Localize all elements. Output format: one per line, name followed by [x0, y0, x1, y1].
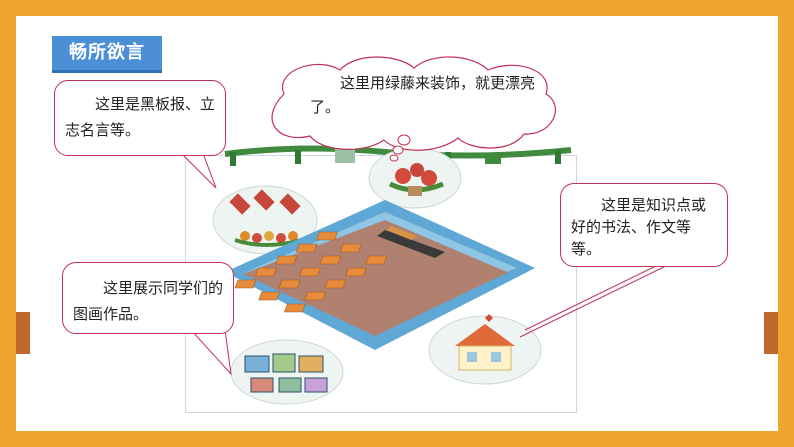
- blackboard-caption: 这里是黑板报、立志名言等。: [65, 95, 216, 139]
- accent-band-right: [764, 312, 778, 354]
- section-title: 畅所欲言: [52, 36, 162, 73]
- calligraphy-callout: 这里是知识点或好的书法、作文等等。: [560, 183, 728, 267]
- classroom-illustration: [212, 145, 572, 405]
- artwork-callout: 这里展示同学们的图画作品。: [62, 262, 234, 334]
- plant-zoom-circle: [368, 147, 462, 209]
- orange-frame-bottom: [0, 431, 794, 447]
- orange-frame-right: [778, 0, 794, 447]
- desk-grid: [234, 231, 388, 313]
- thought-cloud: [271, 56, 556, 162]
- orange-frame-left: [0, 0, 16, 447]
- accent-band-left: [16, 312, 30, 354]
- artwork-bubble-tail: [190, 330, 232, 376]
- blackboard-callout: 这里是黑板报、立志名言等。: [54, 80, 226, 156]
- artwork-caption: 这里展示同学们的图画作品。: [73, 279, 224, 323]
- orange-frame-top: [0, 0, 794, 16]
- house-zoom-circle: [428, 314, 542, 385]
- artwork-zoom-circle: [230, 339, 344, 405]
- vine-garland: [224, 145, 572, 166]
- blackboard-zoom-circle: [212, 185, 318, 255]
- calligraphy-caption: 这里是知识点或好的书法、作文等等。: [571, 196, 707, 258]
- plants-caption: 这里用绿藤来装饰，就更漂亮了。: [310, 74, 536, 116]
